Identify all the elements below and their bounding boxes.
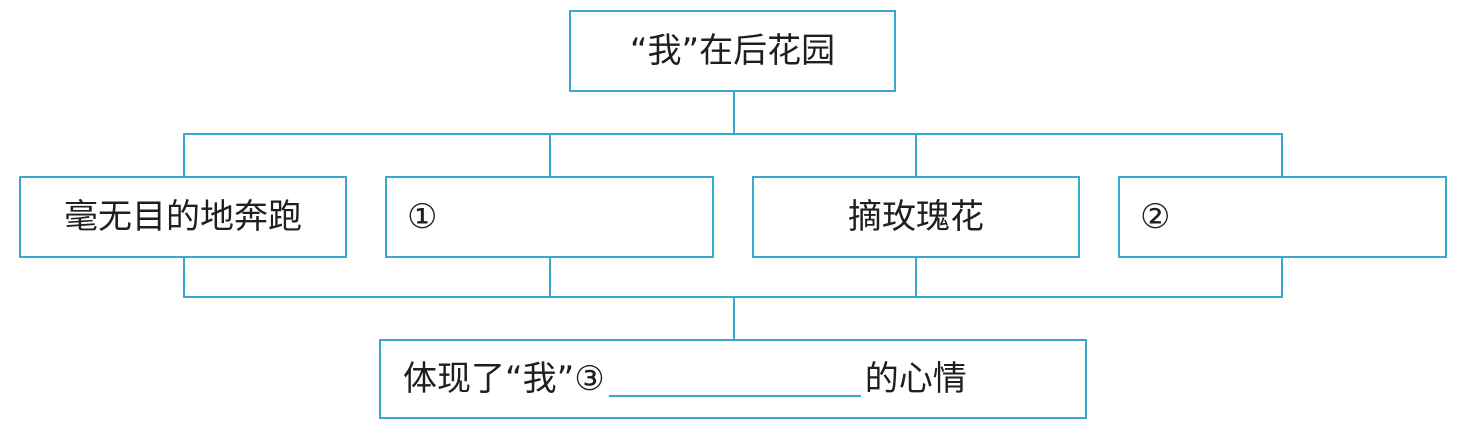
bottom-node: 体现了“我”③ 的心情 [379, 339, 1087, 419]
node-picking-roses-label: 摘玫瑰花 [848, 197, 984, 237]
node-blank-1-label: ① [407, 197, 438, 237]
node-1-upper-connector [183, 133, 185, 176]
node-3-upper-connector [915, 133, 917, 176]
top-horizontal-connector [183, 133, 1283, 135]
bottom-stem-connector [733, 296, 735, 340]
top-stem-connector [733, 90, 735, 133]
node-4-lower-connector [1281, 256, 1283, 298]
node-aimless-running-label: 毫无目的地奔跑 [64, 197, 302, 237]
node-3-lower-connector [915, 256, 917, 298]
bottom-node-prefix: 体现了“我”③ [403, 359, 605, 399]
node-4-upper-connector [1281, 133, 1283, 176]
node-picking-roses: 摘玫瑰花 [752, 176, 1080, 258]
node-blank-2: ② [1118, 176, 1447, 258]
node-2-upper-connector [549, 133, 551, 176]
top-node-label: “我”在后花园 [629, 31, 836, 71]
bottom-node-suffix: 的心情 [864, 359, 967, 399]
top-node: “我”在后花园 [569, 10, 896, 92]
node-blank-2-label: ② [1140, 197, 1171, 237]
node-1-lower-connector [183, 256, 185, 298]
answer-blank-line [608, 361, 861, 397]
node-aimless-running: 毫无目的地奔跑 [19, 176, 347, 258]
node-blank-1: ① [385, 176, 714, 258]
node-2-lower-connector [549, 256, 551, 298]
